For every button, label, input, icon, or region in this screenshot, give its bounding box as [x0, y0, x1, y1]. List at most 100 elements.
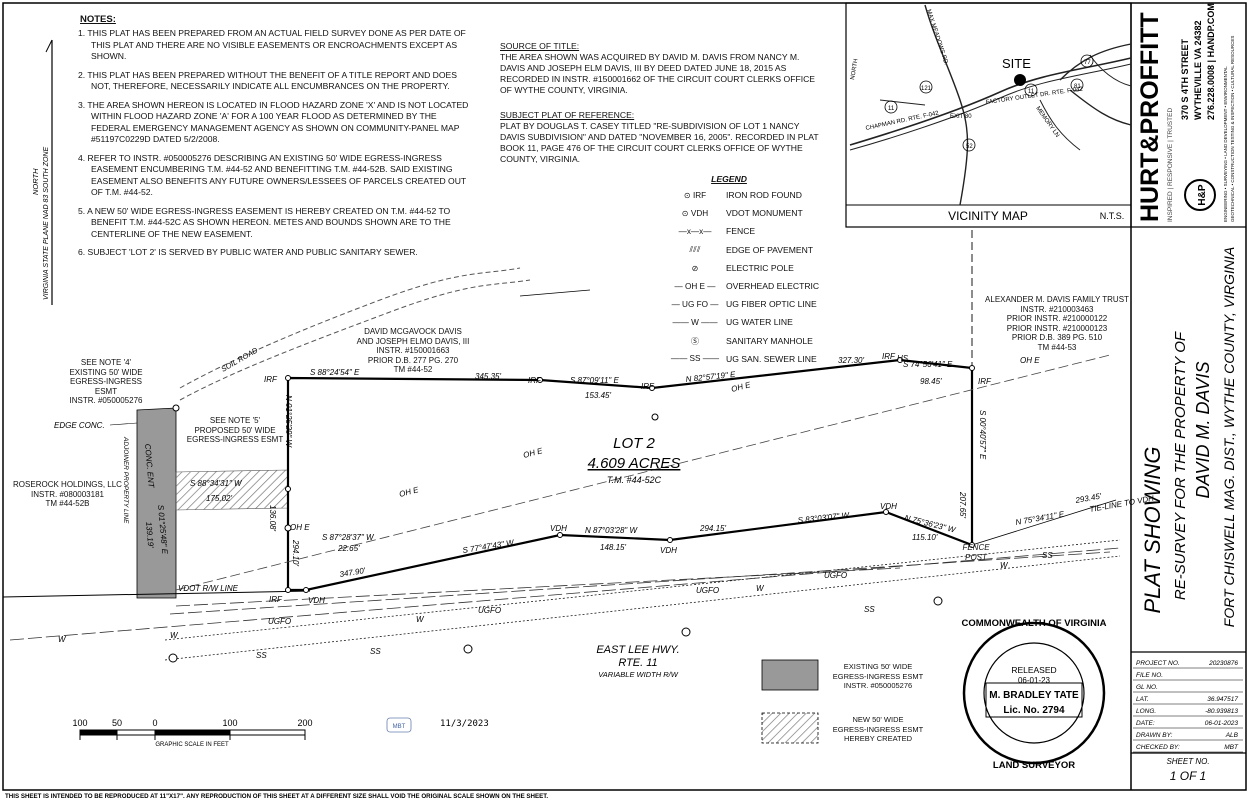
distance-10: 347.90' — [339, 566, 367, 579]
distance-13: 136.08' — [268, 505, 277, 531]
label-ugfo-3: UGFO — [478, 606, 501, 615]
legend-item: —x—x—FENCE — [664, 222, 854, 240]
legend-symbol-icon: — OH E — — [674, 281, 716, 291]
label-ohe-3: OH E — [730, 380, 752, 394]
legend-label: SANITARY MANHOLE — [726, 335, 813, 346]
label-ohe-1: OH E — [398, 485, 420, 499]
firm-address-2: WYTHEVILLE VA 24382 — [1193, 20, 1203, 120]
sheet-no-label: SHEET NO. — [1166, 757, 1209, 766]
lot-tax-map: T.M. #44-52C — [607, 475, 662, 485]
legend-symbol-icon: —— SS —— — [670, 354, 720, 364]
adjoiner-label: ADJOINER PROPERTY LINE — [122, 436, 129, 524]
plat-of-reference: SUBJECT PLAT OF REFERENCE: PLAT BY DOUGL… — [500, 110, 820, 165]
label-irf-5: IRF — [978, 377, 992, 386]
project-info-label: CHECKED BY: — [1136, 744, 1180, 751]
legend-item: Ⓢ SANITARY MANHOLE — [664, 332, 854, 350]
new-esmt-swatch — [761, 712, 819, 744]
label-ohe-5: OH E — [290, 523, 310, 532]
edge-conc-label: EDGE CONC. — [54, 421, 105, 430]
conc-ent-label: CONC. ENT — [143, 443, 156, 489]
label-ss-2: SS — [370, 647, 381, 656]
source-title-heading: SOURCE OF TITLE: — [500, 41, 580, 51]
scale-tick: 0 — [152, 718, 157, 728]
bearing-13: N 01°25'29" W — [284, 395, 293, 448]
project-info-label: GL NO. — [1136, 684, 1158, 691]
legend-item: — OH E — OVERHEAD ELECTRIC — [664, 277, 854, 295]
project-info-value: MBT — [1224, 744, 1239, 751]
scale-tick: 50 — [112, 718, 122, 728]
label-irf-2: IRF — [528, 376, 542, 385]
legend-symbol-icon: ⊙ IRF — [683, 191, 707, 201]
label-ohe-4: OH E — [1020, 356, 1040, 365]
firm-address-1: 370 S 4TH STREET — [1180, 38, 1190, 120]
distance-3: 327.30' — [838, 356, 864, 365]
label-ugfo-2: UGFO — [696, 586, 719, 595]
distance-8: 294.15' — [699, 524, 726, 533]
proposed-easement — [175, 469, 289, 511]
distance-14: 175.02' — [206, 494, 232, 503]
label-w-1: W — [58, 635, 67, 644]
legend-symbol-icon: Ⓢ — [690, 336, 700, 346]
note-item: 3. THE AREA SHOWN HEREON IS LOCATED IN F… — [78, 99, 469, 145]
state-plane-label: VIRGINIA STATE PLANE NAD 83 SOUTH ZONE — [43, 147, 50, 300]
bearing-11: S 87°28'37" W — [322, 533, 375, 542]
legend-item: — UG FO —UG FIBER OPTIC LINE — [664, 295, 854, 313]
graphic-scale: 100 50 0 100 200 GRAPHIC SCALE IN FEET — [72, 718, 312, 748]
legend-label: FENCE — [726, 226, 756, 237]
label-ohe-2: OH E — [522, 446, 544, 460]
signature-initials: MBT — [393, 724, 406, 730]
seal-released-date: 06-01-23 — [1018, 676, 1051, 685]
seal-surveyor-name: M. BRADLEY TATE — [989, 690, 1079, 701]
label-w-5: W — [1000, 561, 1009, 570]
notes-list: 1. THIS PLAT HAS BEEN PREPARED FROM AN A… — [78, 28, 478, 266]
project-info-value: 20230876 — [1208, 660, 1238, 667]
note-4-callout: SEE NOTE '4' EXISTING 50' WIDE EGRESS-IN… — [69, 358, 143, 405]
vicinity-shield-52: 52 — [966, 144, 973, 150]
legend-label: OVERHEAD ELECTRIC — [726, 281, 820, 292]
legend-label: VDOT MONUMENT — [726, 208, 803, 219]
project-info-label: FILE NO. — [1136, 672, 1163, 679]
title-district: FORT CHISWELL MAG. DIST., WYTHE COUNTY, … — [1221, 247, 1237, 627]
firm-logo: H&P — [1197, 184, 1208, 205]
label-irf-4: IRF — [882, 352, 896, 361]
lot-name: LOT 2 — [613, 435, 655, 452]
bearing-9: N 87°03'28" W — [585, 526, 638, 535]
firm-block: HURT&PROFFITT INSPIRED | RESPONSIVE | TR… — [1136, 3, 1235, 222]
bearing-14: S 88°34'31" W — [190, 479, 243, 488]
legend-label: ELECTRIC POLE — [726, 262, 794, 273]
legend-label: UG FIBER OPTIC LINE — [726, 299, 817, 310]
label-w-4: W — [756, 584, 765, 593]
bearing-6: N 75°34'11" E — [1015, 509, 1066, 527]
scale-caption: GRAPHIC SCALE IN FEET — [155, 742, 229, 748]
vicinity-map-frame — [845, 2, 1132, 228]
legend-item: ⫽⫽⫽EDGE OF PAVEMENT — [664, 241, 854, 259]
vicinity-site-label: SITE — [1002, 56, 1031, 71]
note-item: 4. REFER TO INSTR. #050005276 DESCRIBING… — [78, 152, 467, 198]
seal-top-text: COMMONWEALTH OF VIRGINIA — [962, 618, 1107, 629]
project-info-value: 36.947517 — [1207, 696, 1238, 703]
distance-5: 207.65' — [958, 491, 967, 518]
note-item: 1. THIS PLAT HAS BEEN PREPARED FROM AN A… — [78, 28, 466, 61]
distance-4: 98.45' — [920, 377, 942, 386]
firm-services-1: ENGINEERING • SURVEYING • LAND DEVELOPME… — [1223, 66, 1228, 222]
vicinity-map: SITE MAX MEADOWS RD. NORTH 121 11 11 81 … — [849, 4, 1132, 223]
label-w-2: W — [170, 631, 179, 640]
sheet-no-value: 1 OF 1 — [1170, 769, 1206, 783]
distance-1: 345.35' — [475, 372, 501, 381]
label-ugfo-1: UGFO — [824, 571, 847, 580]
plat-reference-text: PLAT BY DOUGLAS T. CASEY TITLED "RE-SUBD… — [500, 121, 819, 164]
surveyor-seal: COMMONWEALTH OF VIRGINIA LAND SURVEYOR R… — [962, 618, 1107, 771]
legend-item: —— W ——UG WATER LINE — [664, 313, 854, 331]
scale-tick: 100 — [72, 718, 87, 728]
label-vdh-2: VDH — [550, 524, 567, 533]
note-item: 5. A NEW 50' WIDE EGRESS-INGRESS EASEMEN… — [78, 205, 451, 239]
label-irf-3: IRF — [641, 382, 655, 391]
owner-north: DAVID MCGAVOCK DAVIS AND JOSEPH ELMO DAV… — [356, 327, 470, 374]
note-item: 2. THIS PLAT HAS BEEN PREPARED WITHOUT T… — [78, 69, 458, 92]
highway-width: VARIABLE WIDTH R/W — [598, 670, 679, 679]
source-of-title: SOURCE OF TITLE: THE AREA SHOWN WAS ACQU… — [500, 41, 820, 96]
label-vdh-4: VDH — [880, 502, 897, 511]
